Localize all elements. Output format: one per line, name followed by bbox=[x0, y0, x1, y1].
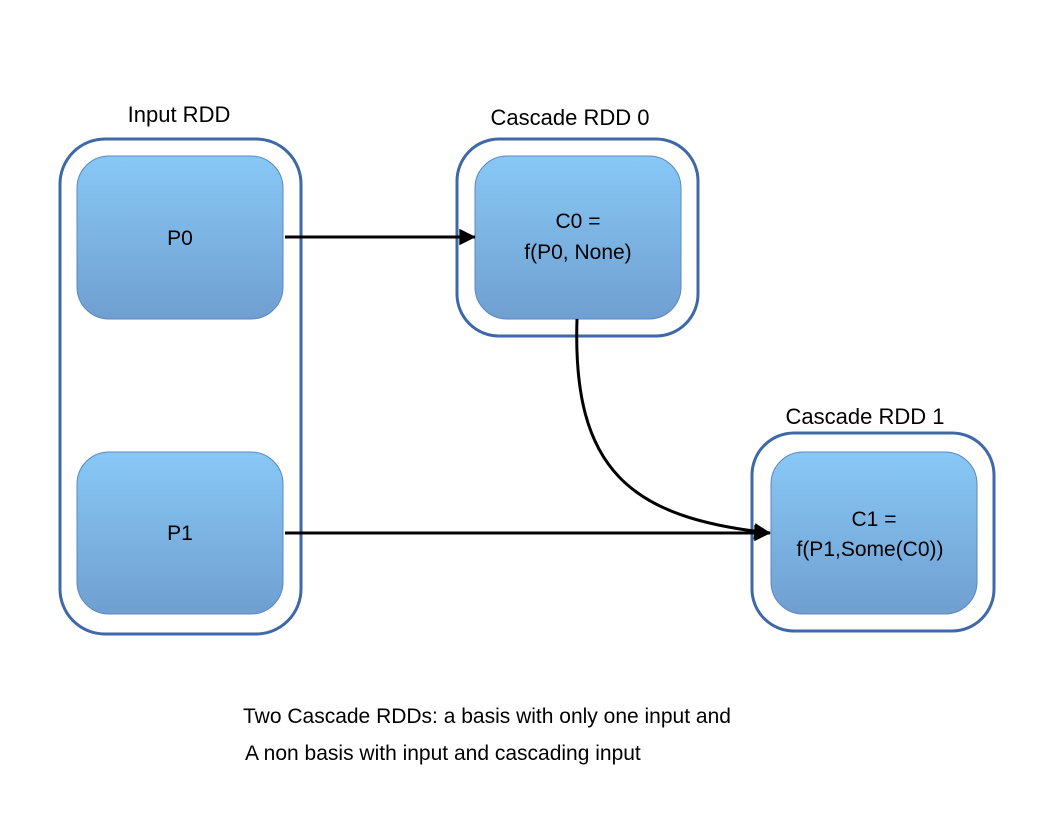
partition-c0 bbox=[474, 155, 682, 320]
partition-p0-label: P0 bbox=[167, 227, 193, 250]
partition-c0-label-line1: C0 = bbox=[556, 210, 601, 233]
partition-p1 bbox=[76, 451, 284, 615]
partition-c0-label-line2: f(P0, None) bbox=[524, 241, 631, 264]
caption-line-2: A non basis with input and cascading inp… bbox=[245, 742, 641, 765]
partition-c1-label-line2: f(P1,Some(C0)) bbox=[796, 538, 943, 561]
partition-c1 bbox=[770, 451, 978, 615]
partition-p0 bbox=[76, 155, 284, 320]
cascade-rdd-0-label: Cascade RDD 0 bbox=[491, 105, 650, 130]
cascade-rdd-1-label: Cascade RDD 1 bbox=[786, 404, 945, 429]
partition-c1-label-line1: C1 = bbox=[852, 508, 897, 531]
arrow-c0-to-c1 bbox=[575, 318, 771, 540]
input-rdd-label: Input RDD bbox=[128, 102, 231, 127]
partition-p1-label: P1 bbox=[167, 522, 193, 545]
caption-line-1: Two Cascade RDDs: a basis with only one … bbox=[243, 705, 731, 728]
